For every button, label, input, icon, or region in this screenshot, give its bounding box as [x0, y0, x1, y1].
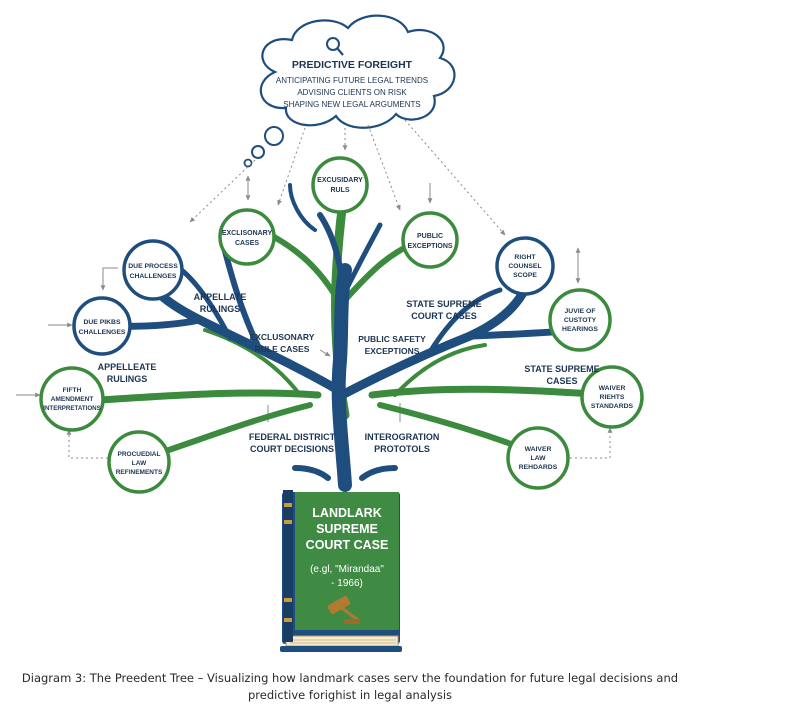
- caption-line-1: Diagram 3: The Preedent Tree – Visualizi…: [21, 671, 679, 685]
- caption-line-2: predictive forighist in legal analysis: [247, 688, 453, 702]
- node-juvie-custody: JUVIE OF CUSTOTY HEARINGS: [548, 288, 612, 352]
- node-label: FIFTH: [63, 387, 82, 394]
- node-label: AMENDMENT: [51, 396, 94, 403]
- branch-label: COURT DECISIONS: [250, 444, 334, 454]
- branch-label: RULE CASES: [255, 344, 310, 354]
- branch-label: INTEROGRATION: [365, 432, 440, 442]
- magnifier-icon: [326, 37, 344, 56]
- book-subtitle: (e.gl, "Mirandaa": [310, 564, 384, 575]
- branch-label: EXCEPTIONS: [365, 346, 420, 356]
- node-label: WAIVER: [525, 446, 552, 453]
- node-label: HEARINGS: [562, 326, 598, 333]
- dashed-arrow: [66, 429, 108, 459]
- node-label: REHDARDS: [519, 464, 558, 471]
- node-exclusionary-cases: EXCLISONARY CASES: [218, 208, 276, 266]
- node-label: CHALLENGES: [130, 273, 177, 280]
- branch-label: CASES: [546, 376, 577, 386]
- branch-label: PROTOTOLS: [374, 444, 430, 454]
- cloud-line: ADVISING CLIENTS ON RISK: [297, 88, 407, 97]
- branch-label: APPELLATE: [194, 292, 247, 302]
- node-waiver-law: WAIVER LAW REHDARDS: [506, 426, 570, 490]
- node-fifth-amendment: FIFTH AMENDMENT INTERPRETATIONS: [39, 366, 105, 432]
- book-title: LANDLARK: [312, 506, 381, 520]
- node-procedural-law: PROCUEDIAL LAW REFINEMENTS: [107, 430, 171, 494]
- node-label: EXCUSIDARY: [317, 177, 363, 184]
- node-label: RULS: [330, 187, 349, 194]
- node-label: LAW: [132, 460, 147, 467]
- node-label: PUBLIC: [417, 233, 443, 240]
- dashed-arrow: [367, 124, 401, 211]
- branch-label: APPELLEATE: [98, 362, 157, 372]
- cloud-line: ANTICIPATING FUTURE LEGAL TRENDS: [276, 76, 428, 85]
- branch-label: PUBLIC SAFETY: [358, 334, 426, 344]
- cloud-title: PREDICTIVE FOREIGHT: [292, 59, 413, 71]
- node-label: COUNSEL: [508, 263, 541, 270]
- node-top: EXCUSIDARY RULS: [311, 156, 369, 214]
- book-title: SUPREME: [316, 522, 378, 536]
- node-label: DUE PROCESS: [128, 263, 178, 270]
- node-label: WAIVER: [599, 385, 626, 392]
- branch-label: RULINGS: [107, 374, 148, 384]
- node-public-exceptions: PUBLIC EXCEPTIONS: [401, 211, 459, 269]
- node-label: CHALLENGES: [79, 329, 126, 336]
- node-label: RIGHT: [514, 254, 536, 261]
- thought-bubble: [251, 145, 265, 159]
- thought-cloud: PREDICTIVE FOREIGHT ANTICIPATING FUTURE …: [243, 14, 456, 168]
- branch-label: STATE SUPREME: [524, 364, 599, 374]
- dashed-arrow: [277, 127, 306, 206]
- thought-bubble: [264, 126, 284, 146]
- cloud-line: SHAPING NEW LEGAL ARGUMENTS: [283, 100, 421, 109]
- node-label: SCOPE: [513, 272, 537, 279]
- landmark-case-book: LANDLARK SUPREME COURT CASE (e.gl, "Mira…: [280, 490, 402, 652]
- node-label: EXCEPTIONS: [407, 243, 452, 250]
- node-label: EXCLISONARY: [222, 230, 273, 237]
- node-label: STANDARDS: [591, 403, 634, 410]
- node-label: CASES: [235, 240, 259, 247]
- branch-label: RULINGS: [200, 304, 241, 314]
- thought-bubble: [243, 158, 253, 168]
- node-label: LAW: [530, 455, 546, 462]
- branch-labels: APPELLATE RULINGS APPELLEATE RULINGS EXC…: [98, 292, 600, 454]
- dashed-arrow: [570, 427, 613, 459]
- book-title: COURT CASE: [306, 538, 389, 552]
- branch-label: COURT CASES: [411, 311, 477, 321]
- node-label: JUVIE OF: [565, 308, 596, 315]
- branch-label: EXCLUSONARY: [250, 332, 315, 342]
- node-due-process-challenges: DUE PROCESS CHALLENGES: [122, 239, 184, 301]
- dashed-arrow: [404, 119, 506, 236]
- node-right-counsel: RIGHT COUNSEL SCOPE: [495, 236, 555, 296]
- node-due-pikbs-challenges: DUE PIKBS CHALLENGES: [72, 296, 132, 356]
- arrow: [319, 349, 331, 357]
- node-waiver-rights: WAIVER RIEHTS STANDARDS: [580, 365, 644, 429]
- node-label: PROCUEDIAL: [118, 451, 161, 458]
- book-subtitle: - 1966): [331, 578, 363, 589]
- node-label: DUE PIKBS: [83, 319, 120, 326]
- arrow: [100, 267, 118, 291]
- node-label: REFINEMENTS: [116, 469, 163, 476]
- branch-label: STATE SUPREME: [406, 299, 481, 309]
- branch-label: FEDERAL DISTRICT: [249, 432, 336, 442]
- gavel-icon: [327, 595, 360, 624]
- node-label: CUSTOTY: [564, 317, 597, 324]
- node-label: INTERPRETATIONS: [43, 405, 101, 412]
- node-label: RIEHTS: [600, 394, 625, 401]
